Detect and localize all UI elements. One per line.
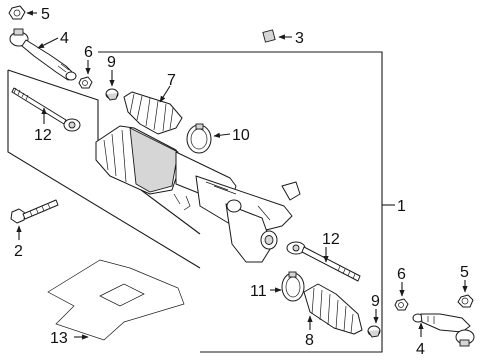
callout-9-top: 9 bbox=[107, 54, 116, 71]
jam-nut-top bbox=[78, 76, 93, 89]
steering-gear-assembly bbox=[95, 125, 301, 263]
callout-4-bottom: 4 bbox=[416, 341, 425, 358]
jam-nut-bottom bbox=[394, 298, 409, 311]
callout-4-top-leader bbox=[37, 37, 59, 49]
callout-11: 11 bbox=[250, 283, 267, 300]
boot-clamp-top bbox=[105, 88, 119, 101]
callout-12-left: 12 bbox=[34, 127, 52, 144]
callout-6-bottom: 6 bbox=[397, 266, 406, 283]
callout-3: 3 bbox=[295, 30, 304, 47]
nut-top bbox=[8, 5, 26, 20]
boot-clamp-bottom bbox=[367, 325, 381, 338]
rack-boot-top bbox=[123, 91, 183, 135]
mounting-bolt bbox=[10, 199, 59, 224]
square-nut bbox=[262, 29, 276, 43]
callout-2: 2 bbox=[14, 243, 23, 260]
callout-7-leader bbox=[159, 85, 171, 103]
callout-4-top: 4 bbox=[60, 30, 69, 47]
nut-bottom bbox=[457, 294, 474, 308]
inner-tie-rod-frame bbox=[7, 69, 201, 269]
callout-8: 8 bbox=[305, 332, 314, 349]
outer-tie-rod-end-bottom bbox=[412, 313, 475, 347]
callout-6-top: 6 bbox=[84, 44, 93, 61]
rack-boot-bottom bbox=[303, 283, 363, 335]
callout-10: 10 bbox=[232, 127, 250, 144]
inner-tie-rod-right bbox=[286, 241, 361, 282]
heat-shield-plate bbox=[47, 259, 185, 341]
callout-5-bottom: 5 bbox=[460, 264, 469, 281]
callout-1: 1 bbox=[397, 198, 406, 215]
callout-10-leader bbox=[213, 132, 231, 138]
callout-5-top: 5 bbox=[41, 6, 50, 23]
boot-clamp-ring-bottom bbox=[281, 271, 305, 302]
callout-12-right: 12 bbox=[322, 231, 340, 248]
inner-tie-rod-left bbox=[11, 87, 81, 132]
callout-9-bottom: 9 bbox=[371, 293, 380, 310]
outer-tie-rod-end-top bbox=[9, 28, 77, 81]
callout-13: 13 bbox=[50, 330, 68, 347]
callout-7: 7 bbox=[167, 72, 176, 89]
assembly-frame bbox=[98, 51, 383, 353]
boot-clamp-ring-top bbox=[186, 123, 212, 154]
